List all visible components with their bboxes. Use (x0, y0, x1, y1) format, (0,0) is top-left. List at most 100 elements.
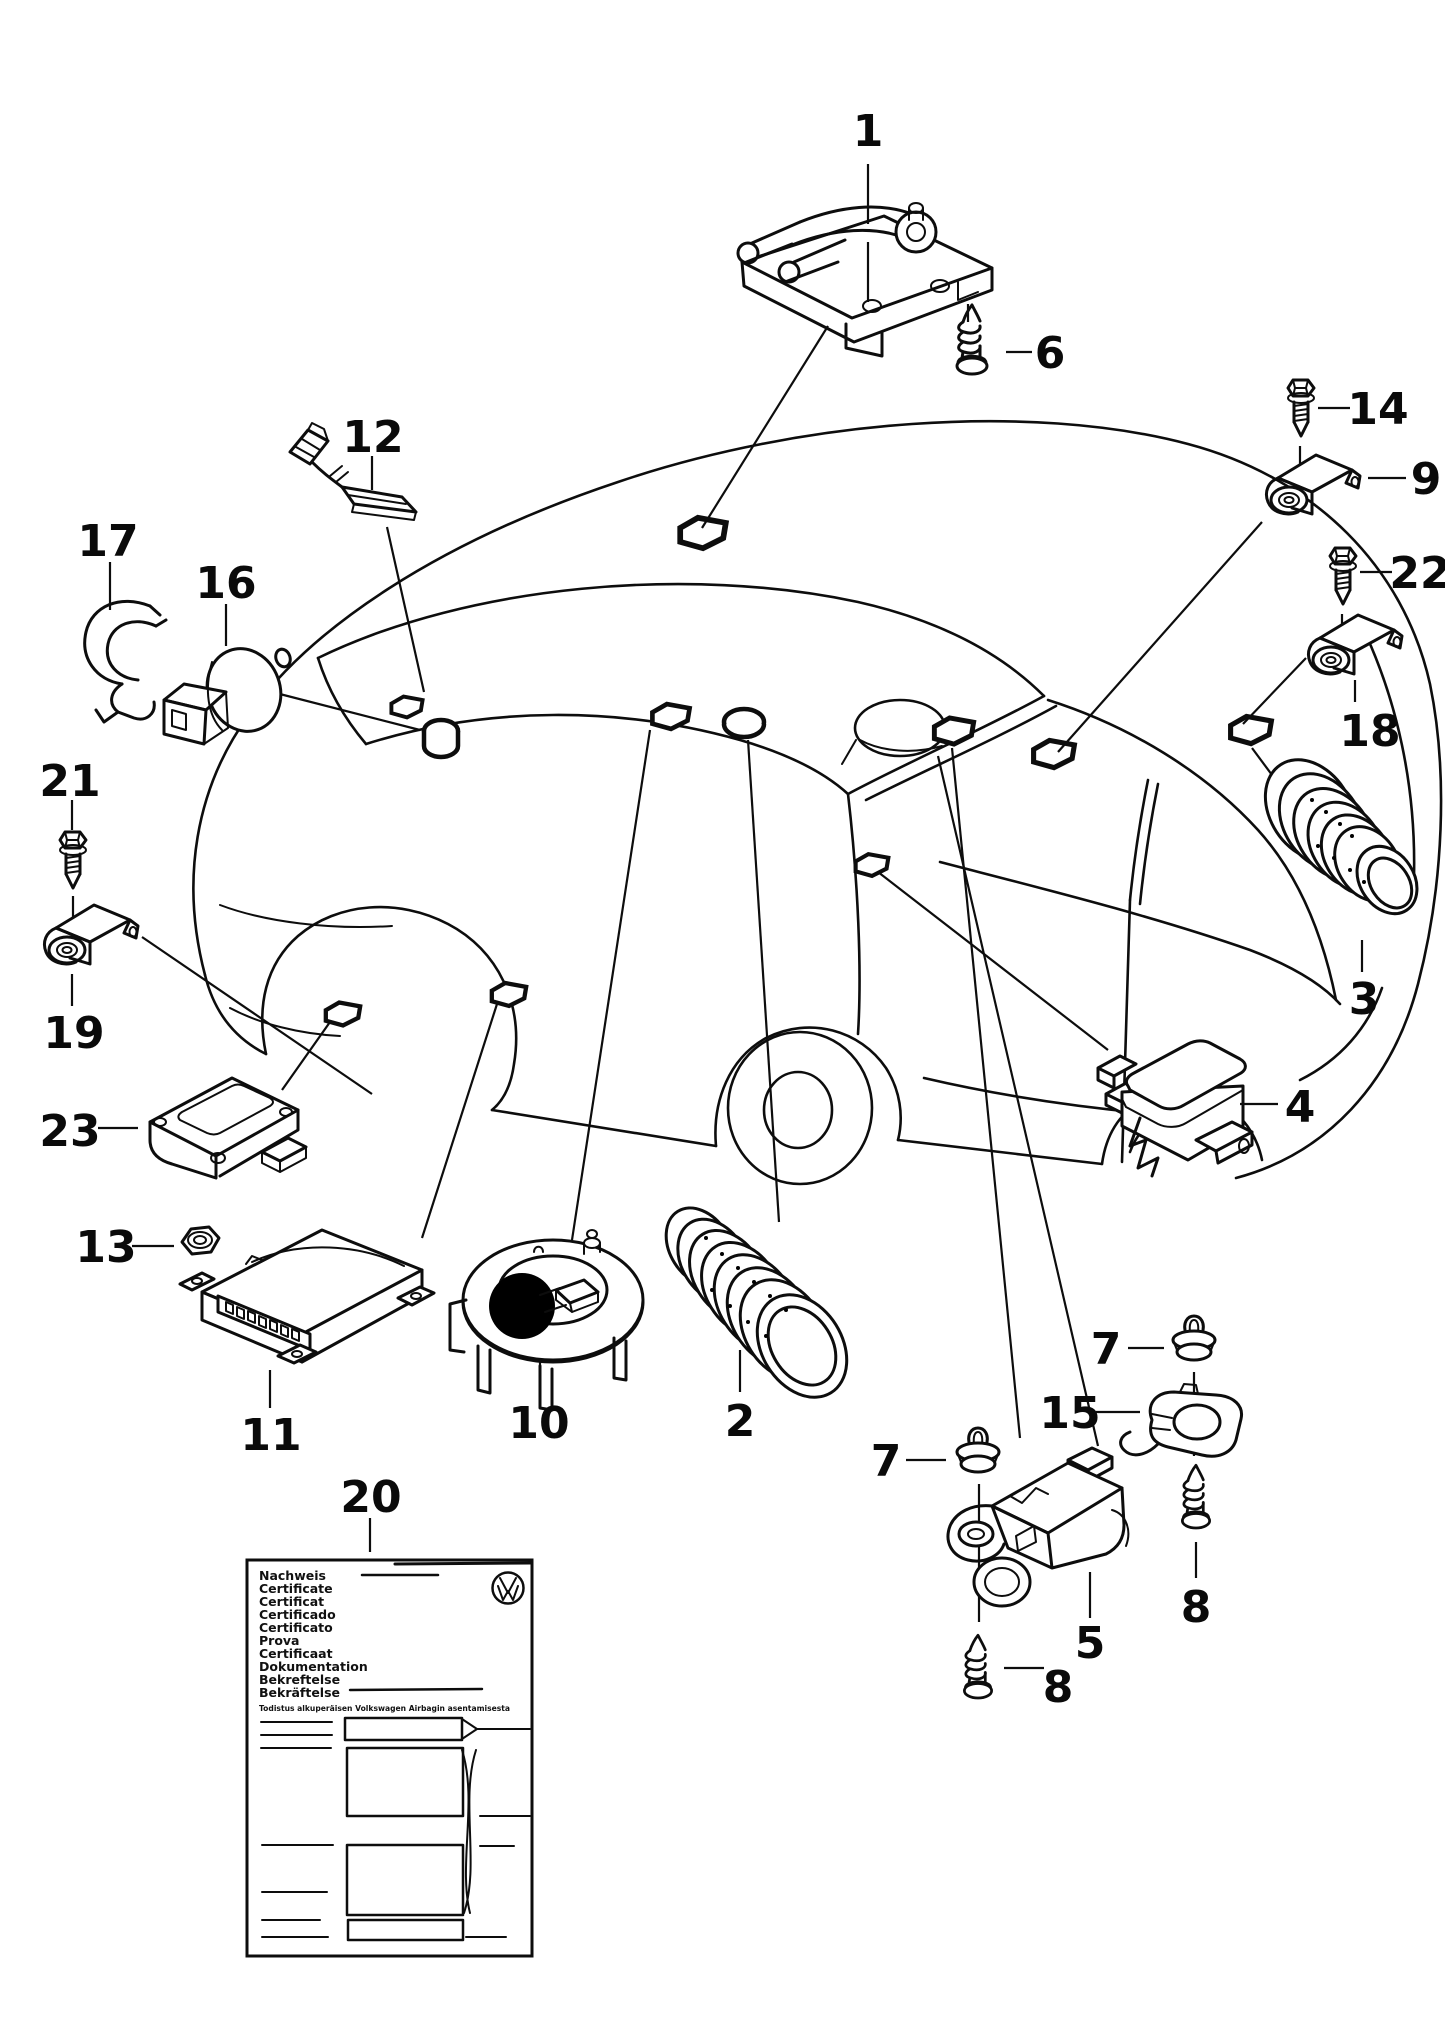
boot-dot (768, 1294, 772, 1298)
callout-label-4: 4 (1285, 1082, 1316, 1133)
p5-body (990, 1486, 1126, 1570)
callout-label-23: 23 (39, 1106, 100, 1157)
part-19-crash-sensor (42, 903, 140, 966)
leader-part23 (281, 1021, 331, 1091)
cowl-cap-marker (721, 706, 767, 740)
p2-end-outer (755, 1293, 849, 1399)
p4-bracket-leg (1128, 1116, 1160, 1178)
part-6-screw (955, 303, 989, 376)
p17-ends (94, 604, 168, 724)
callout-label-10: 10 (508, 1398, 569, 1449)
car-front-lower (203, 973, 268, 1056)
callout-label-5: 5 (1075, 1618, 1106, 1669)
cert-rule-bekraftelse (348, 1687, 484, 1692)
car-silhouette (192, 419, 1443, 1180)
p23-lid-recess (177, 1083, 274, 1136)
p10-ring-rim (461, 1300, 645, 1364)
p10-stub (583, 1237, 601, 1249)
p15-body (1148, 1390, 1244, 1458)
p5-eye-hole (967, 1528, 985, 1540)
p5-bracket-arm (946, 1504, 1006, 1563)
cert-footnote: Todistus alkuperäisen Volkswagen Airbagi… (259, 1704, 510, 1713)
p12-cable-ties (329, 465, 349, 483)
boot-dot (704, 1236, 708, 1240)
cert-line-8: Bekreftelse (259, 1672, 340, 1687)
car-illustration (192, 419, 1443, 1186)
part-22-bolt (1328, 546, 1358, 606)
p10-side-tab (448, 1298, 468, 1354)
car-rear-light-line (1298, 986, 1384, 1082)
p1-boss-hole (906, 222, 926, 242)
leader-part11 (420, 1003, 499, 1239)
p17-outer-coil (83, 599, 152, 686)
car-b-pillar (1128, 778, 1160, 906)
part-8-screw-bottom (962, 1633, 994, 1700)
cert-box-narrow-top (343, 1716, 464, 1742)
p15-hole (1172, 1403, 1222, 1441)
leader-part18 (1242, 657, 1307, 725)
car-cowl-line (364, 713, 850, 796)
location-markers (326, 518, 1272, 1026)
car-bumper-crease (229, 1007, 341, 1037)
car-front-wheel-arch (714, 1026, 902, 1148)
cert-form-area (260, 1716, 531, 1942)
car-sill-front (490, 1108, 718, 1148)
p12-blade-depth (347, 494, 417, 521)
part-4-sensor-module (1096, 1039, 1254, 1178)
p1-hole-2 (862, 299, 882, 313)
callout-label-12: 12 (342, 412, 403, 463)
car-roof-front-edge (316, 582, 1046, 698)
callout-label-17: 17 (77, 516, 138, 567)
callout-label-6: 6 (1035, 328, 1066, 379)
p4-lid-rim (1121, 1089, 1244, 1128)
boot-dot (720, 1252, 724, 1256)
boot-dot (736, 1266, 740, 1270)
callout-label-22: 22 (1389, 548, 1445, 599)
part-9-crash-sensor (1264, 453, 1362, 516)
callout-connectors (70, 164, 1406, 1670)
cert-box-narrow-bottom (346, 1918, 465, 1942)
part-16-sensor (162, 647, 292, 746)
cap-rim (721, 723, 767, 740)
part-23-module (148, 1076, 308, 1180)
car-a-pillar-inner (864, 704, 1058, 802)
car-door-front-edge (846, 792, 861, 1036)
leader-part4 (877, 871, 1109, 1051)
car-front-wheel (726, 1030, 874, 1186)
p3-end-inner (1366, 856, 1414, 910)
boot-dot (1316, 844, 1320, 848)
p17-inner-coil (105, 620, 158, 682)
car-front-wheel-hub (762, 1070, 834, 1150)
boot-dot (746, 1320, 750, 1324)
p10-notch (533, 1245, 544, 1253)
cert-line-3: Certificado (259, 1607, 336, 1622)
p16-block-detail (171, 691, 229, 745)
callout-label-11: 11 (240, 1410, 301, 1461)
barrel-body (421, 731, 461, 760)
callout-label-9: 9 (1411, 454, 1442, 505)
cert-line-9: Bekräftelse (259, 1685, 340, 1700)
callout-label-13: 13 (75, 1222, 136, 1273)
p23-connector-depth (261, 1146, 307, 1173)
p10-connector-detail (539, 1287, 599, 1313)
hood-low-marker-hex (326, 1003, 360, 1026)
p16-ring (206, 661, 223, 731)
car-windshield-left-edge (316, 656, 368, 746)
callout-label-7-left: 7 (871, 1436, 902, 1487)
p11-lid-fold (245, 1246, 405, 1267)
p23-boss-2 (279, 1107, 293, 1117)
p12-connector-detail (295, 422, 329, 458)
car-sill-rear (896, 1138, 1104, 1166)
boot-dot (1350, 834, 1354, 838)
part-12-lead (288, 422, 418, 521)
b-pillar-marker-hex (1034, 740, 1075, 767)
p16-nub (274, 647, 292, 669)
cert-line-7: Dokumentation (259, 1659, 368, 1674)
part-11-control-module (178, 1228, 436, 1365)
p4-connector-right (1194, 1120, 1254, 1165)
callout-label-19: 19 (43, 1008, 104, 1059)
part-7-clip-left (955, 1426, 1001, 1474)
leader-part10 (570, 729, 652, 1241)
p1-plate-tab (844, 322, 884, 358)
